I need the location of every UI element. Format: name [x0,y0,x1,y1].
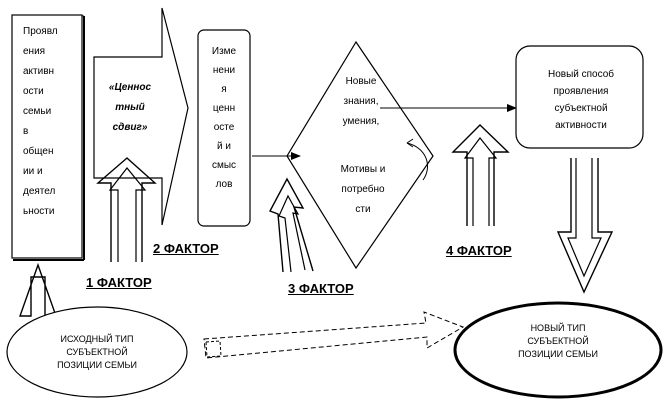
up-arrow-factor-4 [451,124,510,226]
cycle-arrow [406,142,428,181]
down-arrow-new-position [556,158,614,294]
factor-3-label: 3 ФАКТОР [288,281,354,296]
new-way-box [515,45,644,149]
value-shift-arrow [93,7,189,226]
family-activity-text: Проявл ения активн ости семьи в общен ии… [23,26,58,217]
value-changes-text: Изме нени я ценн осте й и смыс лов [211,46,237,190]
factor-1-label: 1 ФАКТОР [86,275,152,290]
up-arrow-factor-1 [96,157,157,262]
value-shift-text: «Ценнос тный сдвиг» [108,82,152,133]
knowledge-diamond [286,40,434,270]
knowledge-text: Новые знания, умения, [342,76,380,127]
initial-position-ellipse [6,306,188,398]
value-changes-box [197,29,251,227]
factor-2-label: 2 ФАКТОР [153,241,219,256]
up-arrow-factor-3 [269,177,314,273]
motives-text: Мотивы и потребно сти [340,164,386,215]
up-arrow-initial [19,262,57,317]
transition-arrow [203,311,465,359]
initial-position-text: ИСХОДНЫЙ ТИП СУБЪЕКТНОЙ ПОЗИЦИИ СЕМЬИ [57,334,137,370]
factor-4-label: 4 ФАКТОР [446,243,512,258]
family-activity-box [11,14,83,259]
new-position-ellipse [453,301,663,399]
new-position-text: НОВЫЙ ТИП СУБЪЕКТНОЙ ПОЗИЦИИ СЕМЬИ [518,323,598,359]
new-way-text: Новый способ проявления субъектной актив… [547,69,615,131]
